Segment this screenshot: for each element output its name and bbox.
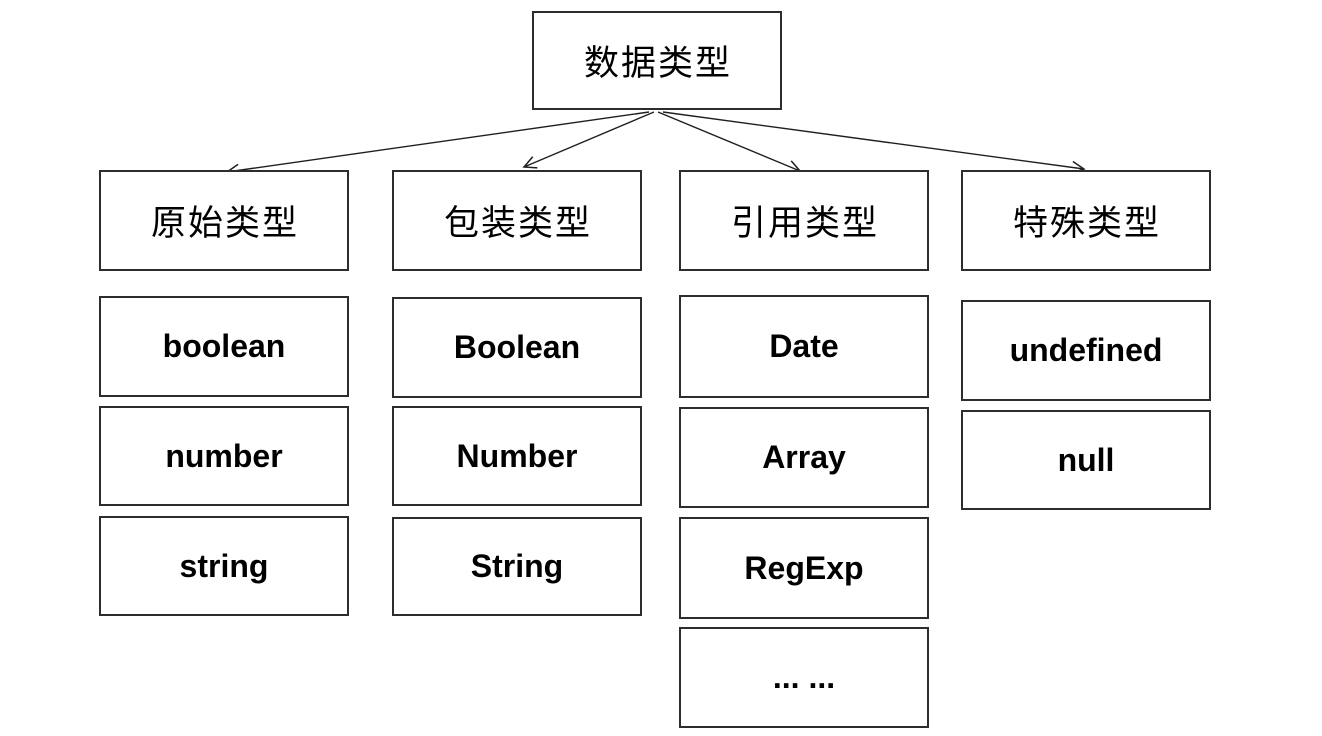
item-box-number-wrapper: Number — [392, 406, 642, 506]
category-box-special-types: 特殊类型 — [961, 170, 1211, 271]
item-label: ... ... — [772, 659, 836, 695]
item-label: null — [1057, 441, 1115, 478]
item-box-undefined: undefined — [961, 300, 1211, 401]
item-label: number — [165, 437, 283, 474]
item-label: Boolean — [453, 329, 581, 365]
category-label: 包装类型 — [443, 204, 592, 243]
item-box-date: Date — [679, 295, 929, 398]
item-box-string-wrapper: String — [392, 517, 642, 616]
item-box-ellipsis: ... ... — [679, 627, 929, 728]
item-label: string — [179, 547, 269, 584]
item-label: String — [470, 548, 564, 584]
item-box-array: Array — [679, 407, 929, 508]
category-label: 原始类型 — [150, 204, 299, 243]
arrow-root-to-special — [662, 111, 1086, 175]
item-label: Number — [456, 437, 578, 474]
item-label: RegExp — [744, 549, 864, 586]
item-box-boolean: boolean — [99, 296, 349, 397]
item-label: Date — [769, 328, 839, 364]
root-label: 数据类型 — [583, 44, 732, 83]
category-box-reference-types: 引用类型 — [679, 170, 929, 271]
category-label: 引用类型 — [730, 204, 879, 243]
arrow-root-to-primitive — [225, 111, 650, 177]
category-box-wrapper-types: 包装类型 — [392, 170, 642, 271]
category-box-primitive-types: 原始类型 — [99, 170, 349, 271]
item-box-string: string — [99, 516, 349, 616]
arrow-root-to-wrapper — [522, 111, 655, 169]
item-label: boolean — [162, 328, 286, 364]
category-label: 特殊类型 — [1012, 204, 1161, 243]
item-box-boolean-wrapper: Boolean — [392, 297, 642, 398]
root-box-data-types: 数据类型 — [532, 11, 782, 110]
item-box-null: null — [961, 410, 1211, 510]
item-label: undefined — [1009, 332, 1163, 368]
item-box-number: number — [99, 406, 349, 506]
item-label: Array — [762, 439, 846, 475]
item-box-regexp: RegExp — [679, 517, 929, 619]
arrow-root-to-reference — [657, 111, 802, 173]
